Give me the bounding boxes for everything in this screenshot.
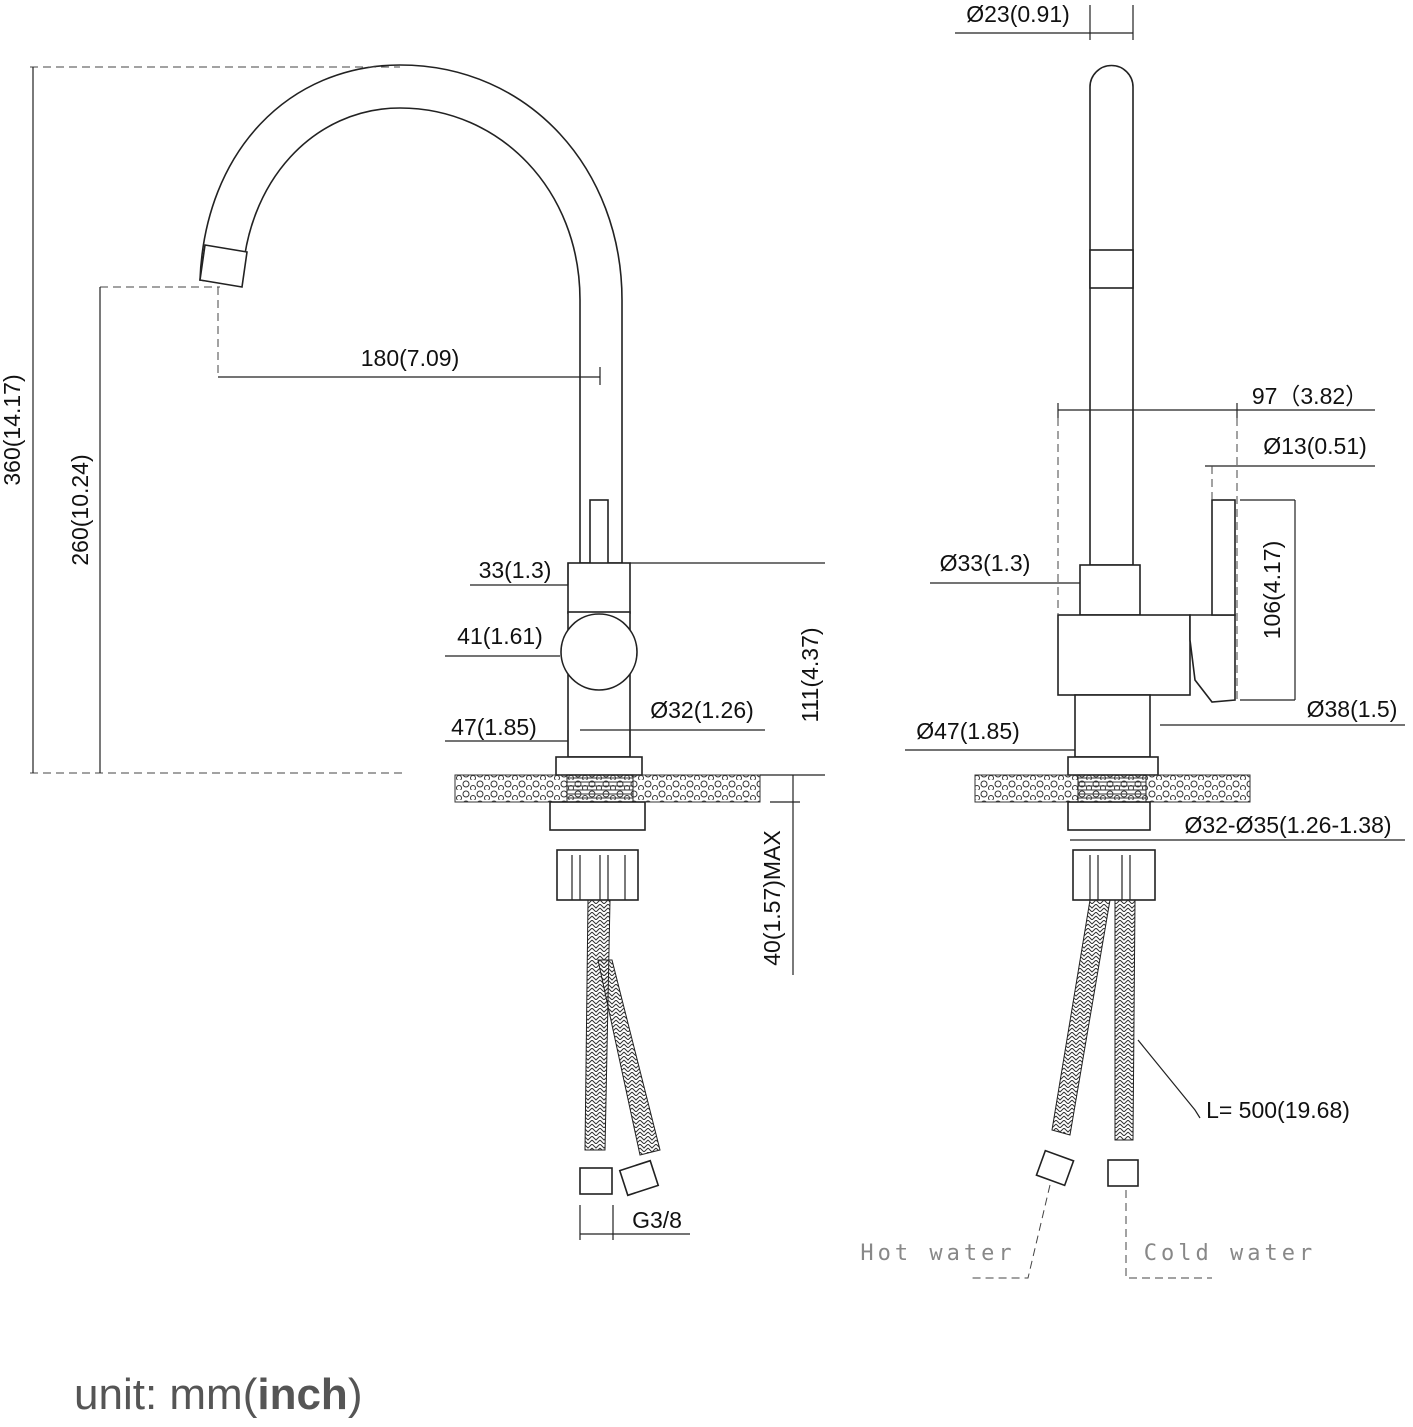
front-mount-nut: [556, 849, 639, 901]
dimension-lines: [1057, 403, 1375, 467]
front-hose-2: [597, 959, 661, 1156]
base-diameter-label: Ø47(1.85): [916, 718, 1020, 744]
cold-connector: [1107, 1159, 1139, 1187]
handle-height-label: 106(4.17): [1259, 541, 1285, 639]
side-view: Ø23(0.91) 97（3.82） Ø13(0.51) 106(4.17) Ø…: [860, 1, 1405, 1279]
side-mixer-body: [1057, 614, 1191, 696]
handle-diameter-label: Ø13(0.51): [1263, 433, 1367, 459]
front-washer: [549, 801, 646, 831]
spout-diameter-label: Ø23(0.91): [966, 1, 1070, 27]
hole-diameter-label: Ø32-Ø35(1.26-1.38): [1184, 812, 1391, 838]
hose-length-label: L= 500(19.68): [1206, 1097, 1350, 1123]
unit-note: unit: mm(inch): [74, 1370, 362, 1420]
hot-connector: [1035, 1149, 1075, 1187]
depth-label: 97（3.82）: [1252, 383, 1368, 409]
dimension-lines: [905, 582, 1405, 841]
ball-width-label: 41(1.61): [457, 623, 543, 649]
front-aerator: [199, 244, 248, 288]
connector-thread-label: G3/8: [632, 1207, 682, 1233]
unit-prefix: unit: mm(: [74, 1370, 258, 1419]
side-spout: [1089, 64, 1134, 566]
dimension-lines: [32, 67, 601, 773]
side-shank-thread: [1077, 774, 1147, 803]
side-handle-base: [1189, 614, 1236, 703]
side-mount-nut: [1072, 849, 1156, 901]
cold-water-label: Cold water: [1144, 1241, 1316, 1266]
dimension-lines: [1160, 499, 1405, 726]
front-upper-body: [567, 562, 631, 614]
dimension-lines: [579, 1205, 690, 1240]
extension-lines: [30, 66, 405, 774]
counter-thickness-label: 40(1.57)MAX: [759, 830, 785, 966]
base-width-label: 47(1.85): [451, 714, 537, 740]
body-height-label: 111(4.37): [797, 627, 823, 722]
spout-height-label: 260(10.24): [67, 454, 93, 565]
front-view: 360(14.17) 260(10.24) 180(7.09) 33(1.3) …: [0, 64, 825, 1240]
side-lower-body: [1074, 694, 1151, 758]
front-spout: [199, 64, 623, 564]
side-handle-lever: [1211, 499, 1236, 616]
side-upper-body: [1079, 564, 1141, 616]
nut-grip-lines: [1089, 855, 1131, 900]
side-cold-hose: [1114, 899, 1136, 1141]
dimension-lines: [955, 5, 1134, 40]
unit-inch: inch: [257, 1370, 348, 1419]
side-washer: [1067, 801, 1151, 831]
reach-label: 180(7.09): [361, 345, 459, 371]
dimension-lines: [760, 774, 825, 975]
side-spout-band: [1089, 249, 1134, 289]
total-height-label: 360(14.17): [0, 374, 25, 485]
front-ball: [560, 613, 638, 691]
dimension-lines: [445, 562, 825, 750]
front-connector-1: [579, 1167, 613, 1195]
front-shank-thread: [566, 774, 634, 803]
front-base: [555, 756, 643, 776]
nut-grip-lines: [571, 855, 626, 900]
front-hose-1: [584, 899, 611, 1151]
hot-water-label: Hot water: [860, 1241, 1015, 1266]
side-base: [1067, 756, 1159, 776]
front-connector-2: [618, 1159, 660, 1197]
side-hot-hose: [1051, 899, 1111, 1136]
unit-suffix: ): [347, 1370, 363, 1419]
handle-base-diameter-label: Ø38(1.5): [1307, 696, 1398, 722]
shank-diameter-label: Ø32(1.26): [650, 697, 754, 723]
water-leader-lines: [970, 1184, 1212, 1279]
hose-leader-line: [1137, 1039, 1201, 1119]
extension-lines: [1057, 418, 1238, 700]
upper-body-width-label: 33(1.3): [479, 557, 552, 583]
upper-body-diameter-label: Ø33(1.3): [940, 550, 1031, 576]
